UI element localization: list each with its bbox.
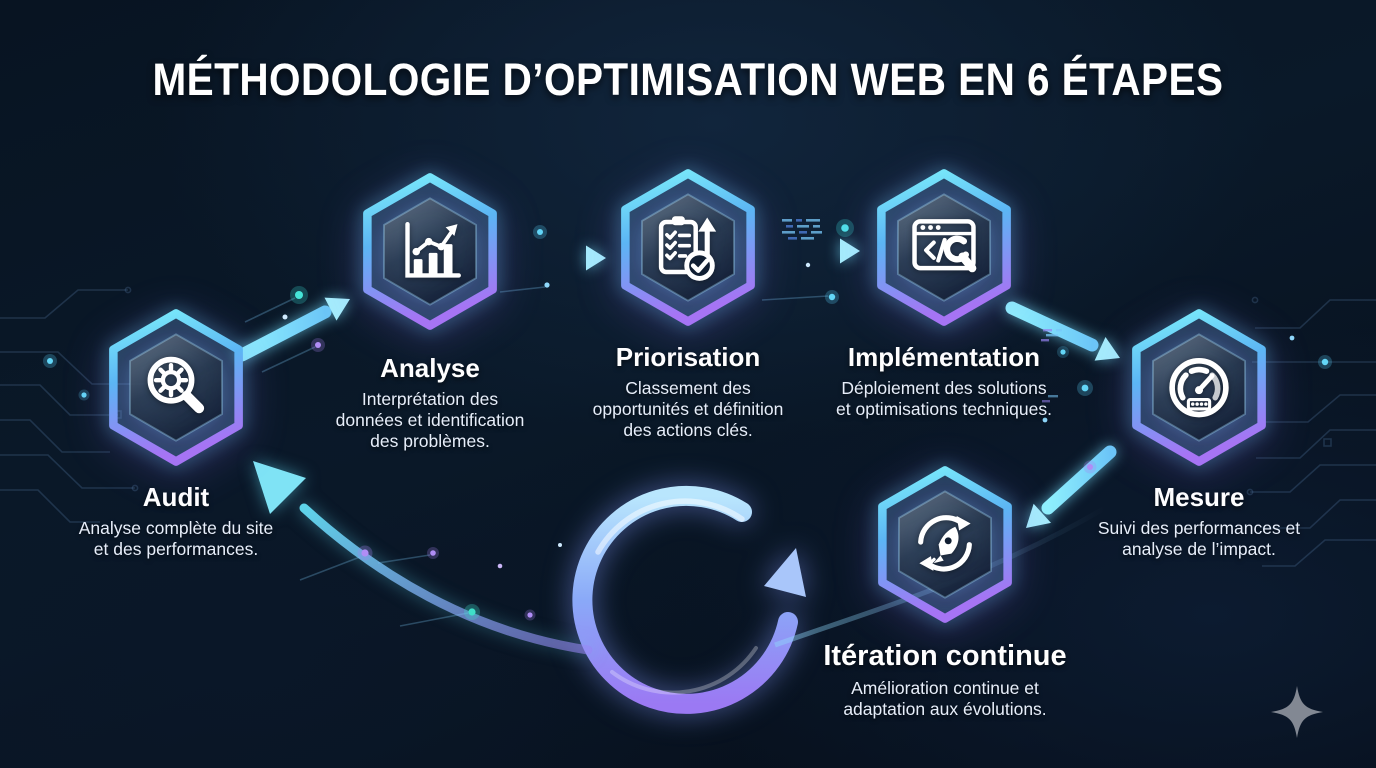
step-analyse: Analyse Interprétation des données et id… <box>270 168 590 451</box>
glow-dots <box>43 219 1332 621</box>
hexagon-badge <box>612 164 764 331</box>
sparkle-icon <box>1271 686 1323 738</box>
step-description: Amélioration continue et adaptation aux … <box>843 678 1047 720</box>
dot-trails <box>244 286 829 627</box>
checklist-up-arrow-icon <box>658 215 717 281</box>
bar-chart-trend-icon <box>405 221 461 278</box>
loop-arrowhead <box>764 548 806 597</box>
hexagon-badge <box>354 168 506 335</box>
loop-arrow <box>572 485 806 714</box>
return-arrowhead <box>253 461 306 514</box>
circuit-trace-left <box>0 286 152 523</box>
flow-arrow-analyse-priorisation <box>490 245 606 271</box>
step-audit: Audit Analyse complète du site et des pe… <box>16 304 336 560</box>
step-mesure: Mesure Suivi des performances et analyse… <box>1039 304 1359 560</box>
circuit-trace-right <box>1246 296 1376 567</box>
flow-arrow-audit-analyse <box>235 297 350 362</box>
hexagon-badge <box>868 164 1020 331</box>
step-iteration-continue: Itération continue Amélioration continue… <box>785 461 1105 720</box>
page-title: MÉTHODOLOGIE D’OPTIMISATION WEB EN 6 ÉTA… <box>0 54 1376 106</box>
step-description: Classement des opportunités et définitio… <box>592 378 784 440</box>
page-title-text: MÉTHODOLOGIE D’OPTIMISATION WEB EN 6 ÉTA… <box>152 54 1224 105</box>
flow-arrow-mesure-iteration <box>1026 445 1117 528</box>
hexagon-badge <box>1123 304 1275 471</box>
step-description: Interprétation des données et identifica… <box>335 389 525 451</box>
step-title: Priorisation <box>615 342 761 372</box>
return-arrow <box>253 461 593 655</box>
speedometer-icon <box>1169 357 1229 417</box>
step-title: Mesure <box>1153 482 1245 512</box>
step-implementation: Implémentation Déploiement des solutions… <box>784 164 1104 420</box>
flow-arrow-priorisation-implementation <box>746 238 860 264</box>
flow-arrow-implementation-mesure <box>1005 301 1120 361</box>
hexagon-badge <box>869 461 1021 628</box>
step-title: Itération continue <box>823 640 1067 672</box>
step-description: Déploiement des solutions et optimisatio… <box>836 378 1052 419</box>
step-title: Audit <box>142 482 210 512</box>
hexagon-badge <box>100 304 252 471</box>
magnifier-gear-icon <box>147 356 205 413</box>
step-title: Implémentation <box>847 342 1041 372</box>
step-title: Analyse <box>380 353 480 383</box>
browser-code-wrench-icon <box>912 218 977 272</box>
rocket-refresh-icon <box>918 514 972 572</box>
step-priorisation: Priorisation Classement des opportunités… <box>528 164 848 440</box>
data-blocks <box>782 219 1062 403</box>
step-description: Suivi des performances et analyse de l’i… <box>1097 518 1301 559</box>
step-description: Analyse complète du site et des performa… <box>78 518 274 559</box>
